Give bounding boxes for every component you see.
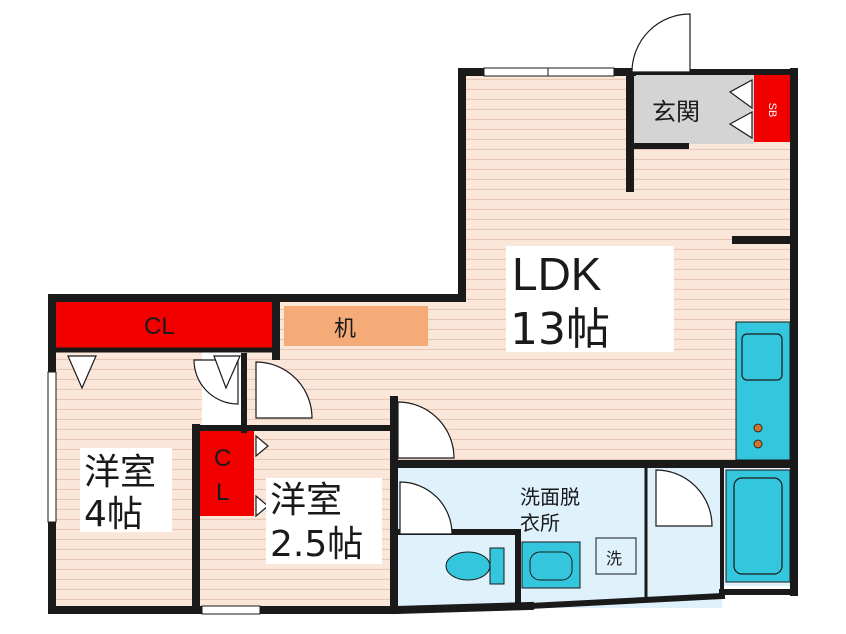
genkan-label: 玄関	[652, 98, 700, 126]
stove-burner-icon	[753, 423, 763, 433]
windows	[47, 67, 615, 615]
front-door-swing	[631, 13, 691, 73]
closet-door-main-right	[213, 355, 241, 390]
toilet-tank	[489, 547, 505, 585]
sink-icon	[741, 333, 783, 381]
washbasin-bowl-icon	[529, 551, 573, 581]
bathtub-body	[725, 469, 791, 583]
toilet-bowl-icon	[445, 551, 491, 581]
washbasin	[521, 541, 581, 589]
closet-small-label-bottom: L	[216, 479, 229, 506]
washer-space	[595, 537, 637, 575]
ldk-room-name: LDK	[512, 248, 602, 300]
western-2-label-bg	[266, 478, 382, 564]
western-1-name: 洋室	[84, 452, 156, 493]
western-2-name: 洋室	[270, 480, 342, 521]
bathtub	[725, 469, 791, 583]
ldk-label-bg	[506, 246, 674, 352]
western-1-size: 4帖	[84, 494, 143, 535]
western-1-label-bg	[80, 448, 172, 532]
washroom-label-line1: 洗面脱	[520, 485, 580, 509]
shoe-box	[754, 74, 790, 142]
washbasin-counter	[521, 541, 581, 589]
window-ldk-top	[483, 67, 615, 77]
stove-burner-icon	[753, 439, 763, 449]
ldk-room-size: 13帖	[510, 304, 610, 355]
door-washroom	[399, 481, 453, 535]
closet-small-label-top: C	[214, 445, 231, 472]
closet-small	[198, 430, 254, 516]
washroom-label-line2: 衣所	[520, 511, 560, 535]
washer-label: 洗	[606, 549, 622, 568]
kitchen-counter	[735, 321, 791, 461]
desk-label: 机	[334, 317, 356, 342]
shoe-box-label: SB	[766, 103, 778, 118]
door-bathroom	[655, 469, 713, 527]
counter-body	[735, 321, 791, 461]
bathtub-basin-icon	[733, 477, 783, 575]
desk	[284, 306, 428, 346]
western-2-size: 2.5帖	[270, 524, 363, 565]
window-western-2	[201, 605, 261, 615]
genkan-floor	[632, 72, 754, 144]
closet-door-small	[255, 434, 269, 518]
door-hall	[255, 361, 313, 419]
window-western-1	[47, 371, 57, 523]
closet-door-main-left	[67, 355, 97, 390]
toilet	[445, 547, 505, 585]
door-ldk-washroom	[397, 401, 455, 459]
closet-main	[56, 302, 272, 348]
genkan-inner-door	[728, 78, 753, 140]
doors	[67, 13, 753, 535]
closet-main-label: CL	[144, 313, 175, 340]
